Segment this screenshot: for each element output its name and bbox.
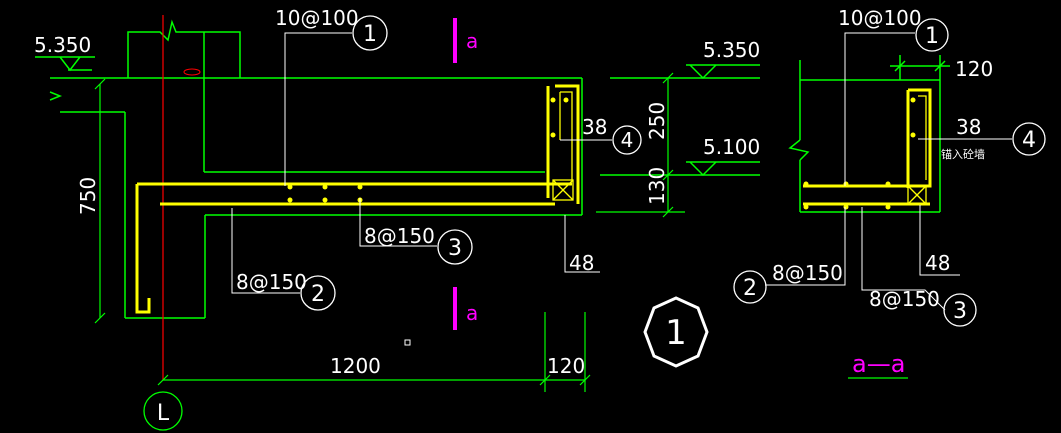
elevation-upper-text: 5.350 bbox=[703, 38, 760, 62]
small-square bbox=[404, 339, 411, 346]
right-dim-120-text: 120 bbox=[955, 57, 993, 81]
dim-250-text: 250 bbox=[645, 102, 669, 140]
axis-bubble: L bbox=[143, 391, 183, 431]
left-rebar-dots bbox=[287, 97, 569, 203]
right-marker-4: 4 bbox=[1012, 122, 1046, 156]
left-marker-1: 1 bbox=[352, 15, 388, 51]
elevation-left-text: 5.350 bbox=[34, 33, 91, 57]
elevation-lower-text: 5.100 bbox=[703, 135, 760, 159]
right-marker-1: 1 bbox=[915, 18, 949, 52]
right-rebar-dots bbox=[803, 97, 916, 210]
big-marker-text: 1 bbox=[665, 313, 687, 353]
dim-vertical-middle bbox=[596, 72, 685, 218]
right-rebar-bottom-right-label: 8@150 bbox=[869, 287, 940, 311]
right-rebar-side-label: 38 bbox=[956, 115, 981, 139]
left-leaders bbox=[231, 32, 612, 294]
right-outline bbox=[788, 55, 950, 213]
right-marker-3-text: 3 bbox=[953, 299, 967, 324]
axis-mark bbox=[183, 68, 201, 76]
section-mark-top: a bbox=[453, 18, 478, 63]
left-outline bbox=[49, 19, 583, 319]
right-marker-2-text: 2 bbox=[743, 276, 757, 301]
left-marker-2: 2 bbox=[300, 275, 336, 311]
left-marker-2-text: 2 bbox=[311, 282, 325, 307]
left-rebar-bottom-left-label: 8@150 bbox=[236, 270, 307, 294]
section-mark-top-text: a bbox=[466, 29, 478, 53]
dim-750-text: 750 bbox=[76, 177, 100, 215]
elevation-mark-left bbox=[35, 56, 95, 72]
section-title: a—a bbox=[852, 350, 905, 378]
left-rebar-thin bbox=[552, 91, 574, 201]
axis-bubble-text: L bbox=[157, 401, 170, 426]
elevation-mark-upper bbox=[610, 64, 760, 80]
left-rebar-end-label: 48 bbox=[569, 251, 594, 275]
big-marker: 1 bbox=[643, 296, 709, 368]
right-marker-1-text: 1 bbox=[925, 24, 939, 49]
right-marker-2: 2 bbox=[733, 270, 767, 304]
right-note: 锚入砼墙 bbox=[941, 147, 985, 161]
left-marker-3: 3 bbox=[437, 229, 473, 265]
right-rebar-end-label: 48 bbox=[925, 251, 950, 275]
right-marker-3: 3 bbox=[943, 293, 977, 327]
right-rebar bbox=[803, 88, 932, 206]
dim-130-text: 130 bbox=[645, 167, 669, 205]
right-rebar-bottom-left-label: 8@150 bbox=[772, 261, 843, 285]
left-rebar-side-label: 38 bbox=[582, 115, 607, 139]
dim-span bbox=[157, 312, 591, 392]
dim-1200-text: 1200 bbox=[330, 354, 381, 378]
elevation-mark-lower bbox=[600, 161, 760, 177]
section-mark-bottom-text: a bbox=[466, 301, 478, 325]
left-marker-3-text: 3 bbox=[448, 236, 462, 261]
left-marker-1-text: 1 bbox=[363, 22, 377, 47]
right-leaders bbox=[765, 32, 1012, 311]
right-rebar-thin bbox=[907, 95, 927, 205]
left-rebar bbox=[135, 84, 580, 314]
section-mark-bottom: a bbox=[453, 287, 478, 330]
left-rebar-top-label: 10@100 bbox=[275, 6, 359, 30]
left-marker-4-text: 4 bbox=[621, 128, 634, 152]
left-rebar-bottom-mid-label: 8@150 bbox=[364, 224, 435, 248]
right-rebar-top-label: 10@100 bbox=[838, 6, 922, 30]
dim-120-text: 120 bbox=[547, 354, 585, 378]
middle-detail: 5.350 5.100 250 130 1 bbox=[596, 38, 760, 368]
left-detail: 5.350 bbox=[34, 6, 642, 431]
dim-750 bbox=[94, 78, 106, 324]
right-detail: 10@100 120 38 锚入砼墙 8@150 8@150 48 1 4 2 … bbox=[733, 6, 1046, 379]
right-marker-4-text: 4 bbox=[1022, 128, 1036, 153]
left-marker-4: 4 bbox=[612, 125, 642, 155]
